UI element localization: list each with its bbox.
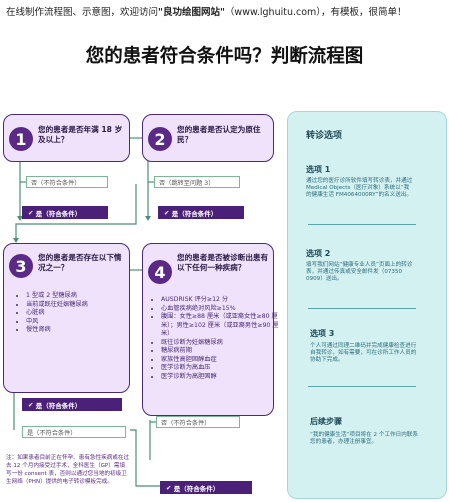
list-item: 1 型或 2 型糖尿病 bbox=[26, 292, 131, 301]
q2-yes-box: ✔ 是（符合条件） bbox=[158, 206, 244, 219]
page-title: 您的患者符合条件吗？判断流程图 bbox=[85, 46, 364, 67]
divider bbox=[308, 386, 416, 387]
question-2-number: 2 bbox=[148, 127, 172, 151]
q4-yes-label: 是（符合条件） bbox=[173, 484, 220, 493]
q3-yes-label: 是（符合条件） bbox=[35, 401, 82, 410]
question-1-box: 1 您的患者是否年满 18 岁及以上？ bbox=[3, 114, 130, 162]
question-3-box: 3 您的患者是否存在以下情况之一？ 1 型或 2 型糖尿病 当前或既往妊娠糖尿病… bbox=[3, 243, 130, 393]
divider bbox=[308, 224, 416, 225]
footnote: 注：如果患者目前正在怀孕、患有急性疾病或在过去 12 个月内接受过手术，全科医生… bbox=[6, 455, 130, 485]
list-item: 心血管疾病绝对风险≥15% bbox=[161, 305, 279, 314]
panel-title: 转诊选项 bbox=[306, 131, 343, 141]
referral-options-panel: 转诊选项 选项 1 通过您的医疗诊所软件填写转诊表，并通过 Medical Ob… bbox=[287, 111, 447, 499]
option-3-text: 个人可通过同理二维码并完成健康检查进行自我转诊，如有需要，可在诊所工作人员的协助… bbox=[310, 343, 417, 364]
list-item: 家族性高胆固醇血症 bbox=[161, 356, 279, 365]
connector-q2-q3 bbox=[15, 184, 137, 238]
question-4-text: 您的患者是否被诊断出患有以下任何一种疾病？ bbox=[177, 253, 269, 272]
q1-yes-label: 是（符合条件） bbox=[35, 209, 82, 218]
check-icon: ✔ bbox=[28, 208, 36, 217]
list-item: 既往诊断为妊娠糖尿病 bbox=[161, 339, 279, 348]
banner-site-link[interactable]: "良功绘图网站" bbox=[158, 7, 225, 18]
list-item: 心脏病 bbox=[26, 309, 131, 318]
list-item: 糖尿病前期 bbox=[161, 347, 279, 356]
q2-no-box: 否（跳转至问题 3） bbox=[154, 176, 240, 188]
question-3-conditions-list: 1 型或 2 型糖尿病 当前或既往妊娠糖尿病 心脏病 中风 慢性肾病 bbox=[16, 292, 131, 335]
question-4-conditions-list: AUSDRISK 评分≥12 分 心血管疾病绝对风险≥15% 腹围：女性≥88 … bbox=[151, 296, 279, 381]
arrowhead-q3 bbox=[13, 238, 19, 243]
q1-no-box: 否（不符合条件） bbox=[26, 176, 108, 188]
q3-not-eligible-box: 是（不符合条件） bbox=[22, 426, 126, 438]
check-icon: ✔ bbox=[164, 208, 172, 217]
q4-yes-box: ✔ 是（符合条件） bbox=[160, 481, 252, 494]
list-item: 腹围：女性≥88 厘米（或亚裔女性≥80 厘米）；男性≥102 厘米（或亚裔男性… bbox=[161, 313, 279, 339]
arrowhead-q2 bbox=[145, 216, 151, 221]
next-steps-heading: 后续步骤 bbox=[310, 417, 342, 426]
question-2-text: 您的患者是否认定为原住民？ bbox=[177, 125, 261, 144]
banner-suffix: （www.lghuitu.com），有模板，很简单！ bbox=[224, 7, 407, 18]
question-4-box: 4 您的患者是否被诊断出患有以下任何一种疾病？ AUSDRISK 评分≥12 分… bbox=[142, 243, 279, 416]
option-2-text: 填写我们网站“健康专业人员”页面上的转诊表，并通过传真或安全邮件发（07350 … bbox=[306, 262, 413, 283]
question-3-text: 您的患者是否存在以下情况之一？ bbox=[38, 253, 122, 272]
banner-prefix: 在线制作流程图、示意图，欢迎访问 bbox=[6, 7, 159, 18]
option-2-heading: 选项 2 bbox=[306, 249, 331, 258]
option-1-text: 通过您的医疗诊所软件填写转诊表，并通过 Medical Objects（医疗对象… bbox=[306, 178, 413, 199]
list-item: 医学诊断为高胆固醇 bbox=[161, 373, 279, 382]
question-1-number: 1 bbox=[9, 127, 33, 151]
divider bbox=[308, 308, 416, 309]
check-icon: ✔ bbox=[28, 400, 36, 409]
question-4-number: 4 bbox=[148, 260, 172, 284]
list-item: 医学诊断为高血压 bbox=[161, 364, 279, 373]
q3-yes-box: ✔ 是（符合条件） bbox=[22, 398, 122, 411]
q2-yes-label: 是（符合条件） bbox=[171, 209, 218, 218]
list-item: AUSDRISK 评分≥12 分 bbox=[161, 296, 279, 305]
option-3-heading: 选项 3 bbox=[310, 329, 335, 338]
connector-q3-out bbox=[130, 429, 160, 487]
question-3-number: 3 bbox=[9, 254, 33, 278]
next-steps-text: “我的健康生活”项目将在 2 个工作日内联系您的患者，办理注册事宜。 bbox=[310, 432, 419, 446]
list-item: 中风 bbox=[26, 318, 131, 327]
q4-no-box: 否（不符合条件） bbox=[156, 416, 240, 428]
site-banner: 在线制作流程图、示意图，欢迎访问"良功绘图网站"（www.lghuitu.com… bbox=[6, 4, 407, 18]
option-1-heading: 选项 1 bbox=[306, 165, 331, 174]
arrowhead-q1 bbox=[17, 216, 23, 221]
list-item: 当前或既往妊娠糖尿病 bbox=[26, 301, 131, 310]
question-1-text: 您的患者是否年满 18 岁及以上？ bbox=[38, 125, 123, 144]
list-item: 慢性肾病 bbox=[26, 326, 131, 335]
q1-yes-box: ✔ 是（符合条件） bbox=[22, 206, 108, 219]
check-icon: ✔ bbox=[166, 483, 174, 492]
question-2-box: 2 您的患者是否认定为原住民？ bbox=[142, 114, 274, 162]
